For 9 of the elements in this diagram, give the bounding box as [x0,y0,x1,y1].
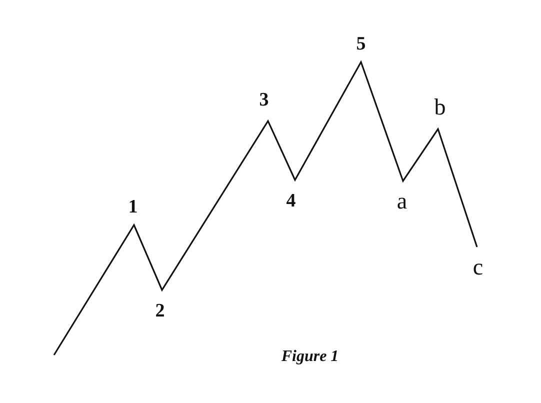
wave-label: 4 [286,192,296,210]
wave-label: 2 [155,302,165,320]
wave-label: 3 [259,90,269,110]
wave-label: b [434,96,446,118]
wave-label: a [396,190,408,212]
wave-label: 1 [128,198,138,216]
figure-caption: Figure 1 [281,349,339,365]
wave-label: 5 [356,34,366,54]
wave-label: c [472,256,484,278]
